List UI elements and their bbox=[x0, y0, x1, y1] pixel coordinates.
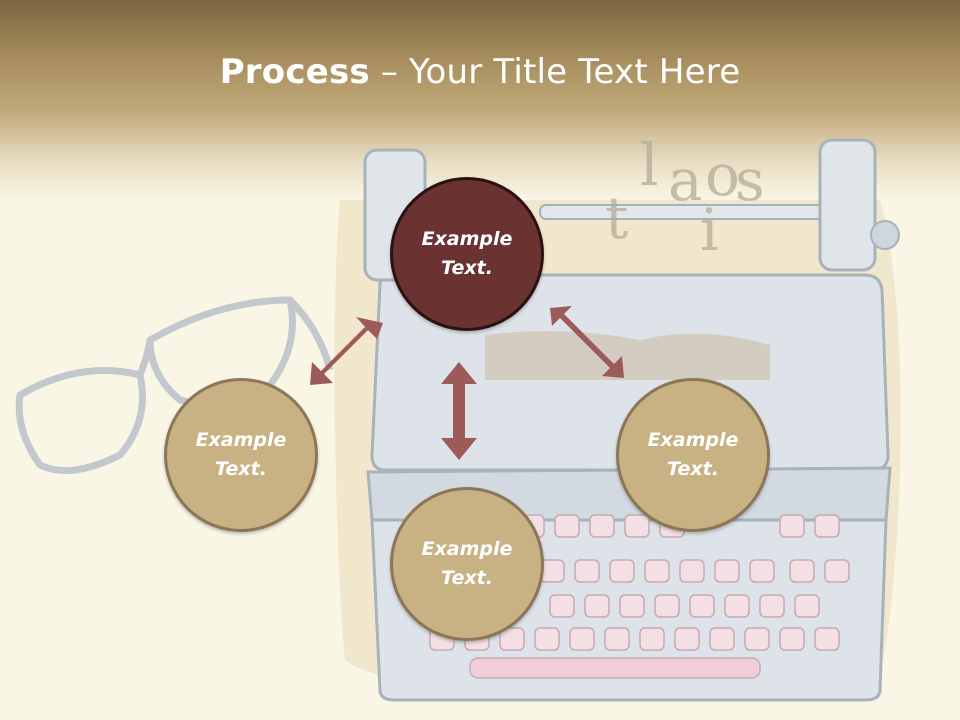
node-bottom[interactable]: Example Text. bbox=[390, 487, 544, 641]
node-right[interactable]: Example Text. bbox=[616, 378, 770, 532]
svg-text:s: s bbox=[735, 146, 765, 214]
header-banner bbox=[0, 0, 960, 200]
svg-text:o: o bbox=[705, 141, 740, 209]
node-left[interactable]: Example Text. bbox=[164, 378, 318, 532]
svg-text:i: i bbox=[700, 196, 719, 264]
node-top-label: Example Text. bbox=[421, 228, 513, 279]
page-title: Process – Your Title Text Here bbox=[219, 52, 741, 92]
arrow-top-right bbox=[550, 306, 624, 378]
node-left-label: Example Text. bbox=[195, 429, 287, 480]
arrow-top-left bbox=[310, 317, 383, 385]
arrow-vertical bbox=[441, 362, 477, 460]
svg-text:l: l bbox=[640, 131, 659, 199]
node-right-label: Example Text. bbox=[647, 429, 739, 480]
node-bottom-label: Example Text. bbox=[421, 538, 513, 589]
node-top-center[interactable]: Example Text. bbox=[390, 177, 544, 331]
svg-text:a: a bbox=[668, 146, 703, 214]
svg-text:t: t bbox=[605, 184, 628, 252]
